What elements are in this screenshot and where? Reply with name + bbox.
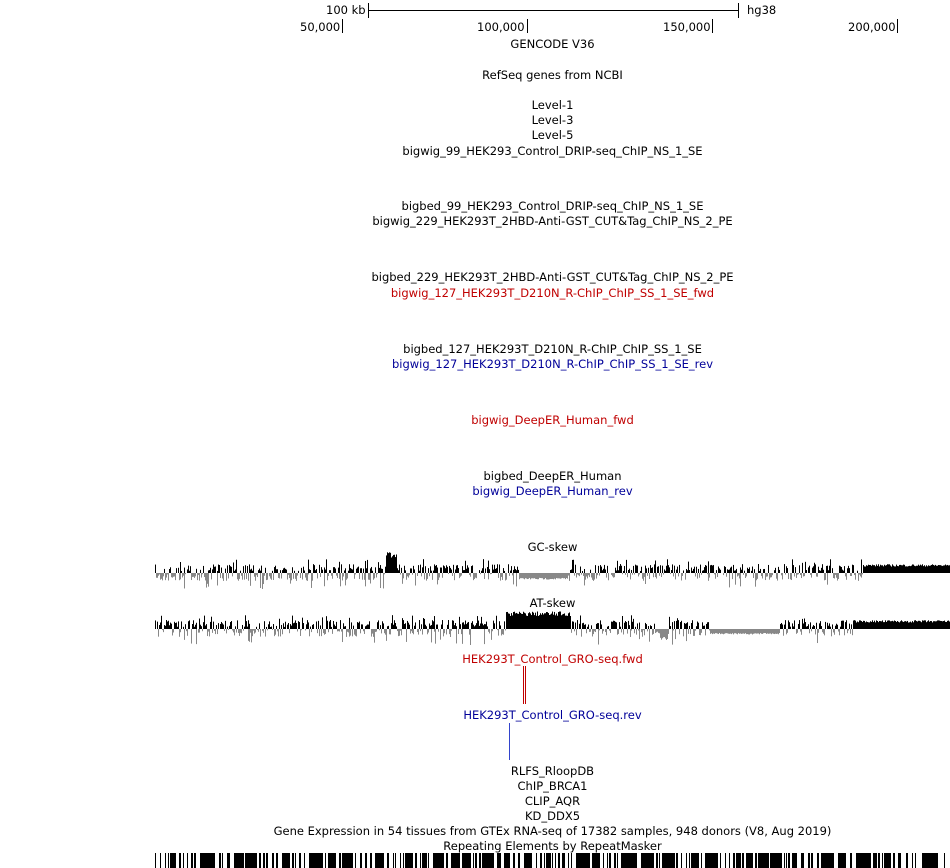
- track-label-level1[interactable]: Level-1: [531, 98, 574, 112]
- track-label-bigwig-229[interactable]: bigwig_229_HEK293T_2HBD-Anti-GST_CUT&Tag…: [372, 214, 733, 228]
- track-label-bigbed-99[interactable]: bigbed_99_HEK293_Control_DRIP-seq_ChIP_N…: [401, 199, 704, 213]
- track-label-level5[interactable]: Level-5: [531, 128, 574, 142]
- ruler-tick-label: 200,000: [848, 20, 896, 34]
- track-label-at-skew[interactable]: AT-skew: [529, 596, 576, 610]
- track-label-kd-ddx5[interactable]: KD_DDX5: [524, 809, 581, 823]
- track-label-clip-aqr[interactable]: CLIP_AQR: [524, 794, 581, 808]
- track-label-deeper-fwd[interactable]: bigwig_DeepER_Human_fwd: [471, 413, 634, 427]
- track-label-gencode[interactable]: GENCODE V36: [510, 37, 595, 51]
- track-label-rlfs[interactable]: RLFS_RloopDB: [510, 764, 595, 778]
- track-label-refseq[interactable]: RefSeq genes from NCBI: [482, 68, 623, 82]
- track-label-gtex[interactable]: Gene Expression in 54 tissues from GTEx …: [273, 824, 832, 838]
- scale-label: 100 kb: [326, 3, 366, 17]
- gc-skew-wiggle: [155, 552, 950, 589]
- track-label-deeper-rev[interactable]: bigwig_DeepER_Human_rev: [472, 484, 633, 498]
- track-label-repeatmasker[interactable]: Repeating Elements by RepeatMasker: [443, 839, 662, 853]
- ruler-tick-label: 150,000: [663, 20, 711, 34]
- track-label-gro-fwd[interactable]: HEK293T_Control_GRO-seq.fwd: [462, 652, 643, 666]
- ruler-ticks: [342, 19, 898, 33]
- track-label-bigwig-99[interactable]: bigwig_99_HEK293_Control_DRIP-seq_ChIP_N…: [402, 144, 703, 158]
- at-skew-wiggle: [155, 611, 950, 645]
- track-label-bigbed-229[interactable]: bigbed_229_HEK293T_2HBD-Anti-GST_CUT&Tag…: [371, 270, 734, 284]
- track-label-level3[interactable]: Level-3: [531, 113, 574, 127]
- ruler-tick-label: 50,000: [300, 20, 341, 34]
- repeatmasker-track: [155, 853, 945, 868]
- ruler-tick-label: 100,000: [477, 20, 525, 34]
- gro-seq-fwd-signal: [523, 666, 526, 704]
- track-label-deeper-bed[interactable]: bigbed_DeepER_Human: [483, 469, 622, 483]
- track-label-bigbed-127[interactable]: bigbed_127_HEK293T_D210N_R-ChIP_ChIP_SS_…: [403, 342, 702, 356]
- assembly-label: hg38: [747, 3, 777, 17]
- track-label-gro-rev[interactable]: HEK293T_Control_GRO-seq.rev: [463, 708, 642, 722]
- track-label-gc-skew[interactable]: GC-skew: [527, 540, 578, 554]
- track-label-bigwig-127-fwd[interactable]: bigwig_127_HEK293T_D210N_R-ChIP_ChIP_SS_…: [390, 286, 715, 300]
- scale-bar: [368, 3, 739, 18]
- track-label-bigwig-127-rev[interactable]: bigwig_127_HEK293T_D210N_R-ChIP_ChIP_SS_…: [391, 357, 714, 371]
- track-label-chip-brca1[interactable]: ChIP_BRCA1: [517, 779, 588, 793]
